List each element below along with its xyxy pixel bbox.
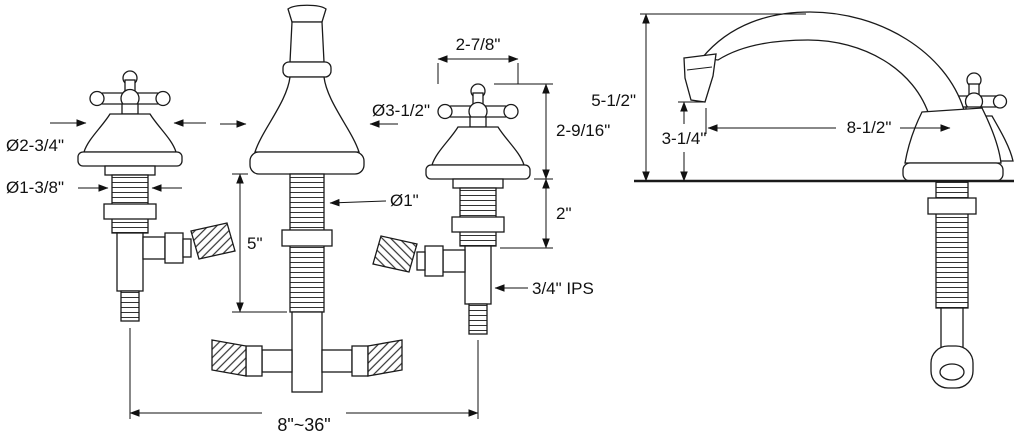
dim-inlet-connection: 3/4" IPS — [532, 279, 594, 298]
dim-shank-length: 5" — [247, 234, 263, 253]
spout-tip — [287, 4, 327, 23]
dim-max-deck-thickness: 2" — [556, 204, 572, 223]
dim-installation-spread: 8"~36" — [277, 415, 330, 435]
tee-right-hose — [367, 339, 403, 377]
tee-left-outlet — [261, 349, 293, 373]
left-handle — [77, 70, 236, 322]
dim-handle-base-diameter: Ø1-3/8" — [6, 178, 64, 197]
spout-base-flange — [249, 151, 365, 175]
front-view: Ø2-3/4" Ø1-3/8" 2-7/8" Ø3-1/2" 2-9/16" Ø… — [6, 4, 610, 435]
tee-left-hose — [211, 339, 247, 377]
spout-arc — [700, 11, 965, 119]
spout-neck — [289, 21, 325, 63]
tee-right-nut — [351, 345, 369, 377]
dim-spout-height: 3-1/4" — [662, 129, 707, 148]
side-supply-tube — [940, 307, 964, 349]
spout-body — [254, 76, 360, 153]
side-base-flange — [902, 162, 1004, 182]
dim-spout-base-diameter: Ø3-1/2" — [372, 101, 430, 120]
dim-handle-width: 2-7/8" — [456, 35, 501, 54]
spout-aerator-tip — [683, 53, 717, 103]
side-mounting-nut — [927, 197, 977, 215]
tee-body — [291, 311, 323, 393]
tee-left-nut — [245, 345, 263, 377]
side-connector-opening — [939, 363, 965, 381]
spout-bell-base — [904, 107, 1002, 164]
side-view: 5-1/2" 3-1/4" 8-1/2" — [591, 11, 1014, 389]
dim-spout-reach: 8-1/2" — [847, 118, 892, 137]
dim-handle-diameter: Ø2-3/4" — [6, 136, 64, 155]
front-view-dimensions — [50, 55, 553, 419]
side-spout — [683, 11, 1004, 389]
dim-overall-height: 5-1/2" — [591, 91, 636, 110]
side-view-dimensions — [640, 13, 951, 182]
spout-mounting-nut — [281, 229, 333, 247]
dim-shank-diameter: Ø1" — [390, 191, 419, 210]
tee-right-outlet — [321, 349, 353, 373]
spout-collar — [282, 61, 332, 78]
dim-handle-height: 2-9/16" — [556, 121, 610, 140]
center-spout — [211, 4, 403, 393]
